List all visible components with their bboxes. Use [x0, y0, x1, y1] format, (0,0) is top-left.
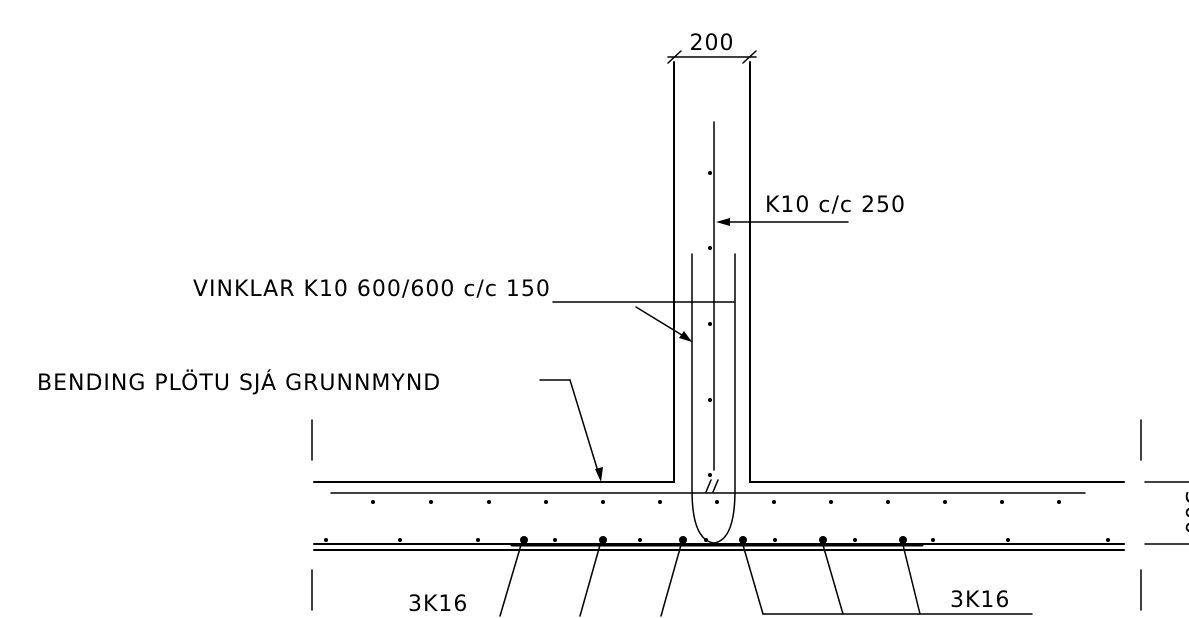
slab-top-dot [487, 500, 491, 504]
leader-right-bar-3 [902, 544, 921, 615]
slab-bottom-dot [931, 538, 935, 542]
label-vertical-bars-group: K10 c/c 250 [716, 193, 906, 226]
label-stirrups-group: VINKLAR K10 600/600 c/c 150 [193, 277, 735, 342]
wall [673, 61, 751, 544]
slab-bottom-dot [638, 538, 642, 542]
slab-top-dot [772, 500, 776, 504]
slab-bottom-dot [773, 538, 777, 542]
leader-left-bar-2 [579, 544, 601, 617]
dim-wall-width-text: 200 [690, 31, 735, 56]
slab-top-dot [715, 500, 719, 504]
slab-bottom-dot [398, 538, 402, 542]
wall-bar-dot [708, 473, 712, 477]
slab-bottom-dot [1006, 538, 1010, 542]
slab-bottom-dot [553, 538, 557, 542]
slab-top-dot [601, 500, 605, 504]
label-bottom-bars-right: 3K16 [950, 588, 1010, 613]
arrow-vertical-bars [716, 218, 730, 226]
label-bottom-bars-left-group: 3K16 [408, 544, 682, 617]
leader-right-bar-2 [822, 544, 844, 615]
slab-bottom-dot [324, 538, 328, 542]
slab-top-dots [371, 500, 1061, 504]
wall-bar-dots [708, 171, 712, 477]
slab-bottom-dots [324, 538, 1110, 542]
dim-tick-right [742, 50, 757, 64]
main-bar-dot [819, 536, 827, 544]
label-vertical-bars: K10 c/c 250 [765, 193, 906, 218]
slab-bottom-dot [476, 538, 480, 542]
bottom-main-bar-dots [520, 536, 907, 544]
arrow-stirrups [679, 331, 692, 342]
stirrup-crossing-tick-2 [712, 479, 719, 493]
leader-stirrups-diagonal [635, 306, 691, 341]
slab-top-dot [544, 500, 548, 504]
main-bar-dot [679, 536, 687, 544]
slab-top-dot [886, 500, 890, 504]
wall-bar-dot [708, 246, 712, 250]
main-bar-dot [899, 536, 907, 544]
slab-top-dot [658, 500, 662, 504]
main-bar-dot [520, 536, 528, 544]
label-slab-bending: BENDING PLÖTU SJÁ GRUNNMYND [37, 370, 441, 396]
dim-slab-thickness-text: 300 [1180, 491, 1189, 536]
main-bar-dot [599, 536, 607, 544]
slab-bottom-dot [704, 538, 708, 542]
leader-left-bar-1 [499, 544, 522, 617]
leader-left-bar-3 [660, 544, 682, 617]
dim-tick-left [667, 50, 682, 64]
slab-top-dot [429, 500, 433, 504]
slab-top-dot [1057, 500, 1061, 504]
main-bar-dot [739, 536, 747, 544]
label-bottom-bars-right-group: 3K16 [742, 544, 1033, 615]
dimension-slab-thickness: 300 [1144, 481, 1189, 545]
slab-top-dot [829, 500, 833, 504]
slab-top-dot [1000, 500, 1004, 504]
label-slab-bending-group: BENDING PLÖTU SJÁ GRUNNMYND [37, 370, 603, 482]
slab-top-dot [943, 500, 947, 504]
slab-bottom-dot [1106, 538, 1110, 542]
wall-bar-dot [708, 171, 712, 175]
slab-bottom-dot [853, 538, 857, 542]
slab-top-dot [371, 500, 375, 504]
slab [311, 419, 1142, 611]
stirrup-crossing-tick [705, 479, 712, 493]
leader-slab-bending-diagonal [569, 379, 601, 479]
wall-bar-dot [708, 322, 712, 326]
leader-right-bar-1 [742, 544, 764, 615]
arrow-slab-bending [595, 467, 603, 482]
label-stirrups: VINKLAR K10 600/600 c/c 150 [193, 277, 551, 302]
wall-bar-dot [708, 398, 712, 402]
label-bottom-bars-left: 3K16 [408, 592, 468, 617]
dimension-wall-width: 200 [667, 31, 757, 64]
